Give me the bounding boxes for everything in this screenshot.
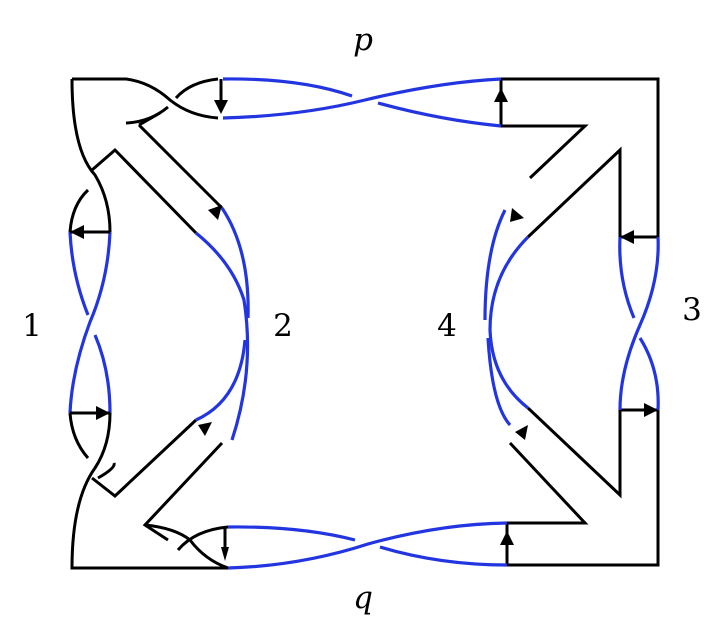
blue-strand-top-a [222, 77, 502, 128]
black-strand-topleft-outer-b [68, 188, 90, 233]
arrowhead-top-right-up [494, 88, 508, 102]
arrowhead-right-bottom-right [644, 403, 658, 417]
label-p: p [353, 22, 373, 58]
blue-strand-bottom-b [227, 521, 508, 570]
black-strand-left-mid [68, 412, 228, 570]
label-3: 3 [682, 292, 702, 328]
black-strand-topright-frame [499, 77, 660, 239]
blue-strand-left-1b [68, 231, 112, 414]
black-strand-bottomleft-crossing [144, 523, 229, 570]
blue-strand-twist-4b [488, 235, 530, 410]
black-strand-topleft-outer [70, 77, 219, 233]
label-q: q [353, 580, 373, 616]
blue-strand-twist-2a [195, 207, 250, 422]
label-2: 2 [273, 308, 293, 344]
arrowhead-twist2-top [208, 205, 222, 220]
blue-strand-right-3b [618, 236, 660, 411]
blue-strand-right-3a [618, 236, 660, 411]
label-4: 4 [437, 308, 457, 344]
arrowhead-top-left-down [214, 100, 228, 114]
black-strand-bottomleft-chevron [91, 418, 224, 542]
blue-strand-bottom-a [227, 525, 508, 567]
label-1: 1 [22, 308, 42, 344]
black-strand-topleft-chevron [91, 111, 224, 235]
blue-strand-twist-4a [483, 209, 512, 427]
blue-strand-twist-2b [194, 231, 250, 441]
arrowhead-twist4-bottom [515, 425, 528, 440]
arrowhead-bottom-left-down [221, 547, 229, 561]
blue-strand-top-b [222, 77, 502, 120]
arrowhead-right-top-left [620, 230, 634, 244]
arrowhead-bottom-right-up [500, 531, 514, 545]
arrowhead-twist4-top [510, 208, 524, 222]
black-strand-bottomright-frame [505, 406, 660, 567]
blue-strand-left-1a [68, 231, 112, 414]
arrowhead-twist2-bottom [198, 422, 212, 436]
